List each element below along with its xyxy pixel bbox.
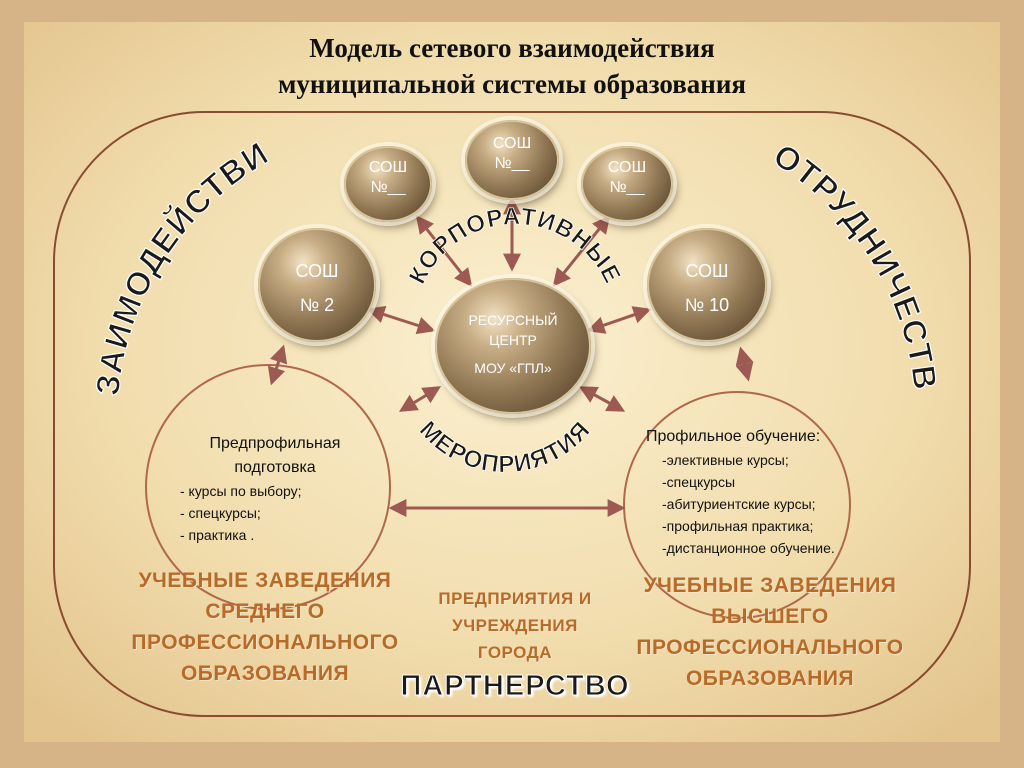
school-left-line1: СОШ (368, 159, 408, 176)
arrow-center-school-10 (586, 306, 652, 334)
school-10-line2: № 10 (684, 295, 730, 315)
school-2-line2: № 2 (299, 295, 335, 315)
school-node-right: СОШ №__ (581, 146, 673, 222)
arrow-center-school-left (415, 215, 473, 287)
preprofile-block: Предпрофильная подготовка - курсы по выб… (180, 432, 370, 546)
school-right-line2: №__ (609, 179, 645, 196)
arrow-center-profile (578, 386, 626, 412)
partnership-label: ПАРТНЕРСТВО (400, 670, 630, 703)
secondary-institutions-label: УЧЕБНЫЕ ЗАВЕДЕНИЯ СРЕДНЕГО ПРОФЕССИОНАЛЬ… (120, 565, 410, 689)
school-node-10: СОШ № 10 (647, 228, 767, 342)
higher-institutions-label: УЧЕБНЫЕ ЗАВЕДЕНИЯ ВЫСШЕГО ПРОФЕССИОНАЛЬН… (625, 570, 915, 694)
secondary-line: ОБРАЗОВАНИЯ (180, 662, 350, 685)
resource-center-line3: МОУ «ГПЛ» (474, 360, 552, 376)
enterprises-line: ГОРОДА (477, 643, 553, 662)
school-left-line2: №__ (370, 179, 406, 196)
higher-line: ОБРАЗОВАНИЯ (685, 667, 855, 690)
resource-center-line1: РЕСУРСНЫЙ (468, 312, 558, 328)
secondary-line: ПРОФЕССИОНАЛЬНОГО (131, 631, 399, 654)
profile-block: Профильное обучение: -элективные курсы; … (646, 425, 886, 559)
preprofile-heading-2: подготовка (234, 459, 316, 476)
profile-item: -дистанционное обучение. (662, 540, 835, 556)
secondary-line: УЧЕБНЫЕ ЗАВЕДЕНИЯ (138, 569, 392, 592)
school-2-line1: СОШ (295, 261, 339, 281)
arrow-center-preprofile (398, 386, 442, 412)
preprofile-heading-1: Предпрофильная (209, 435, 341, 452)
profile-item: -спецкурсы (662, 474, 736, 490)
higher-line: ВЫСШЕГО (711, 605, 829, 628)
school-node-left: СОШ №__ (344, 146, 432, 222)
preprofile-item: - практика . (180, 527, 255, 543)
resource-center-node: РЕСУРСНЫЙ ЦЕНТР МОУ «ГПЛ» (435, 278, 591, 414)
profile-item: -абитуриентские курсы; (662, 496, 816, 512)
arrow-center-school-2 (366, 305, 436, 335)
page-title: Модель сетевого взаимодействия муниципал… (0, 30, 1024, 102)
higher-line: УЧЕБНЫЕ ЗАВЕДЕНИЯ (643, 574, 897, 597)
partnership-frame (53, 111, 971, 717)
school-top-line2: №__ (494, 155, 530, 172)
title-line-1: Модель сетевого взаимодействия (309, 33, 715, 63)
enterprises-label: ПРЕДПРИЯТИЯ И УЧРЕЖДЕНИЯ ГОРОДА (410, 585, 620, 666)
enterprises-line: ПРЕДПРИЯТИЯ И (438, 589, 592, 608)
school-10-line1: СОШ (685, 261, 729, 281)
preprofile-item: - курсы по выбору; (180, 483, 302, 499)
school-node-top: СОШ №__ (465, 120, 559, 200)
arrow-center-school-right (552, 215, 611, 287)
resource-center-line2: ЦЕНТР (489, 332, 537, 348)
enterprises-line: УЧРЕЖДЕНИЯ (452, 616, 578, 635)
title-line-2: муниципальной системы образования (277, 69, 747, 99)
school-right-line1: СОШ (607, 159, 647, 176)
school-node-2: СОШ № 2 (258, 228, 376, 342)
school-top-line1: СОШ (492, 135, 532, 152)
profile-item: -элективные курсы; (662, 452, 789, 468)
profile-heading: Профильное обучение: (646, 428, 821, 445)
preprofile-item: - спецкурсы; (180, 505, 261, 521)
arrow-school10-profile (735, 346, 754, 382)
higher-line: ПРОФЕССИОНАЛЬНОГО (636, 636, 904, 659)
connection-arrows (267, 196, 754, 517)
secondary-line: СРЕДНЕГО (205, 600, 325, 623)
profile-item: -профильная практика; (662, 518, 814, 534)
arrow-school2-preprofile (267, 344, 288, 386)
